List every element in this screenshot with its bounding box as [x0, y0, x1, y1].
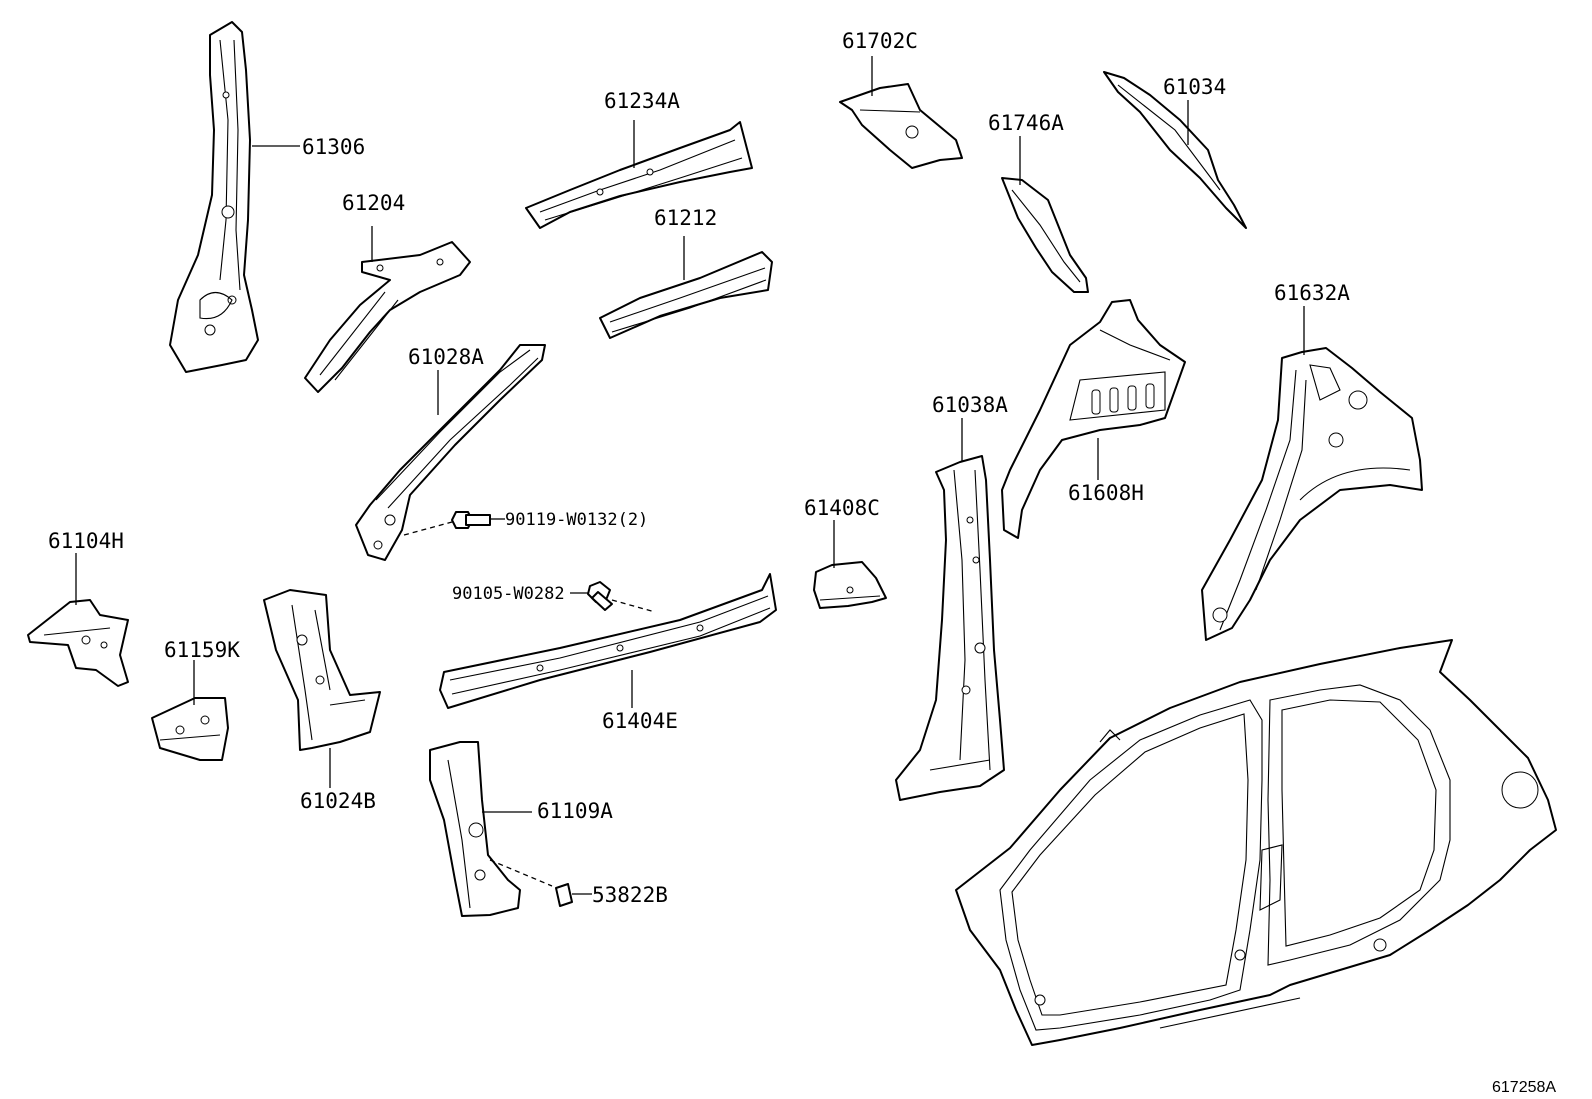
label-61204: 61204: [342, 191, 405, 215]
part-61204[interactable]: [304, 241, 471, 393]
label-61159K: 61159K: [164, 638, 240, 662]
label-61024B: 61024B: [300, 789, 376, 813]
label-90105: 90105-W0282: [452, 584, 565, 604]
label-61028A: 61028A: [408, 345, 484, 369]
label-61109A: 61109A: [537, 799, 613, 823]
label-61234A: 61234A: [604, 89, 680, 113]
part-61212[interactable]: [599, 251, 773, 339]
part-61408C[interactable]: [813, 561, 887, 609]
part-61109A[interactable]: [429, 741, 521, 917]
part-61234A[interactable]: [525, 121, 753, 229]
nut-53822B[interactable]: [555, 883, 573, 907]
label-61608H: 61608H: [1068, 481, 1144, 505]
label-61632A: 61632A: [1274, 281, 1350, 305]
part-61632A[interactable]: [1201, 347, 1423, 641]
part-61702C[interactable]: [839, 83, 963, 169]
part-61404E[interactable]: [439, 573, 777, 709]
label-61702C: 61702C: [842, 29, 918, 53]
label-61038A: 61038A: [932, 393, 1008, 417]
label-61034: 61034: [1163, 75, 1226, 99]
part-61038A[interactable]: [895, 455, 1005, 801]
label-61746A: 61746A: [988, 111, 1064, 135]
part-61746A[interactable]: [1001, 177, 1089, 293]
label-90119: 90119-W0132(2): [505, 510, 648, 530]
part-61306[interactable]: [169, 21, 259, 373]
bolt-90119[interactable]: [451, 511, 491, 529]
part-61104H[interactable]: [27, 599, 129, 687]
label-61404E: 61404E: [602, 709, 678, 733]
label-61212: 61212: [654, 206, 717, 230]
part-61159K[interactable]: [151, 697, 229, 761]
label-61306: 61306: [302, 135, 365, 159]
label-61408C: 61408C: [804, 496, 880, 520]
part-61034[interactable]: [1103, 71, 1247, 229]
label-61104H: 61104H: [48, 529, 124, 553]
label-53822B: 53822B: [592, 883, 668, 907]
reference-code: 617258A: [1492, 1079, 1556, 1096]
part-body-side-outer[interactable]: [955, 639, 1557, 1046]
part-61024B[interactable]: [263, 589, 381, 751]
part-61028A[interactable]: [355, 344, 546, 561]
bolt-90105[interactable]: [587, 581, 613, 611]
part-61608H[interactable]: [1001, 299, 1186, 539]
